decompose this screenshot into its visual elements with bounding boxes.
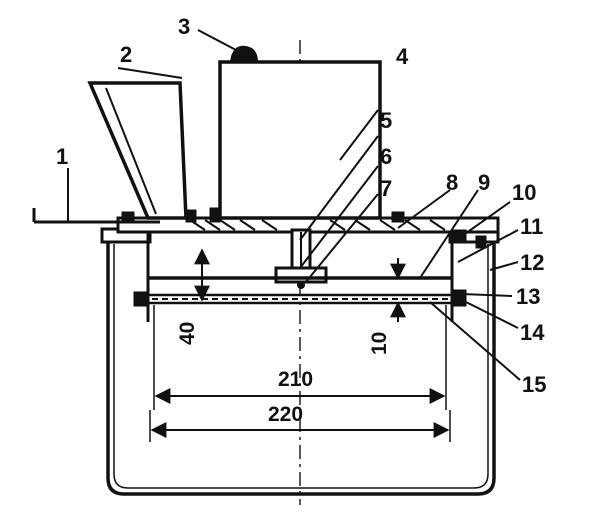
hopper: [87, 81, 188, 220]
label-4: 4: [396, 44, 409, 69]
label-5: 5: [380, 108, 392, 133]
coupling-nut: [274, 266, 328, 284]
label-10: 10: [512, 180, 536, 205]
dim-10-label: 10: [368, 332, 391, 355]
dim-210-label: 210: [278, 368, 313, 391]
dim-40-label: 40: [176, 322, 199, 345]
coupling-pin: [297, 281, 305, 289]
label-14: 14: [520, 320, 545, 345]
tank-body-inner: [113, 244, 489, 489]
label-11: 11: [520, 214, 543, 239]
tank-body: [106, 240, 496, 496]
lid-hatching: [189, 219, 446, 231]
label-12: 12: [520, 250, 544, 275]
label-15: 15: [522, 372, 546, 397]
label-7: 7: [380, 176, 392, 201]
label-8: 8: [446, 170, 458, 195]
label-1: 1: [56, 144, 68, 169]
motor-knob: [230, 45, 258, 62]
motor-housing: [218, 60, 382, 220]
dim-220-label: 220: [268, 403, 303, 426]
leader-lines: [67, 29, 521, 381]
label-2: 2: [120, 42, 132, 67]
label-13: 13: [516, 284, 540, 309]
label-6: 6: [380, 144, 392, 169]
label-3: 3: [178, 14, 190, 39]
hopper-inner-line: [105, 87, 157, 215]
label-9: 9: [478, 170, 490, 195]
